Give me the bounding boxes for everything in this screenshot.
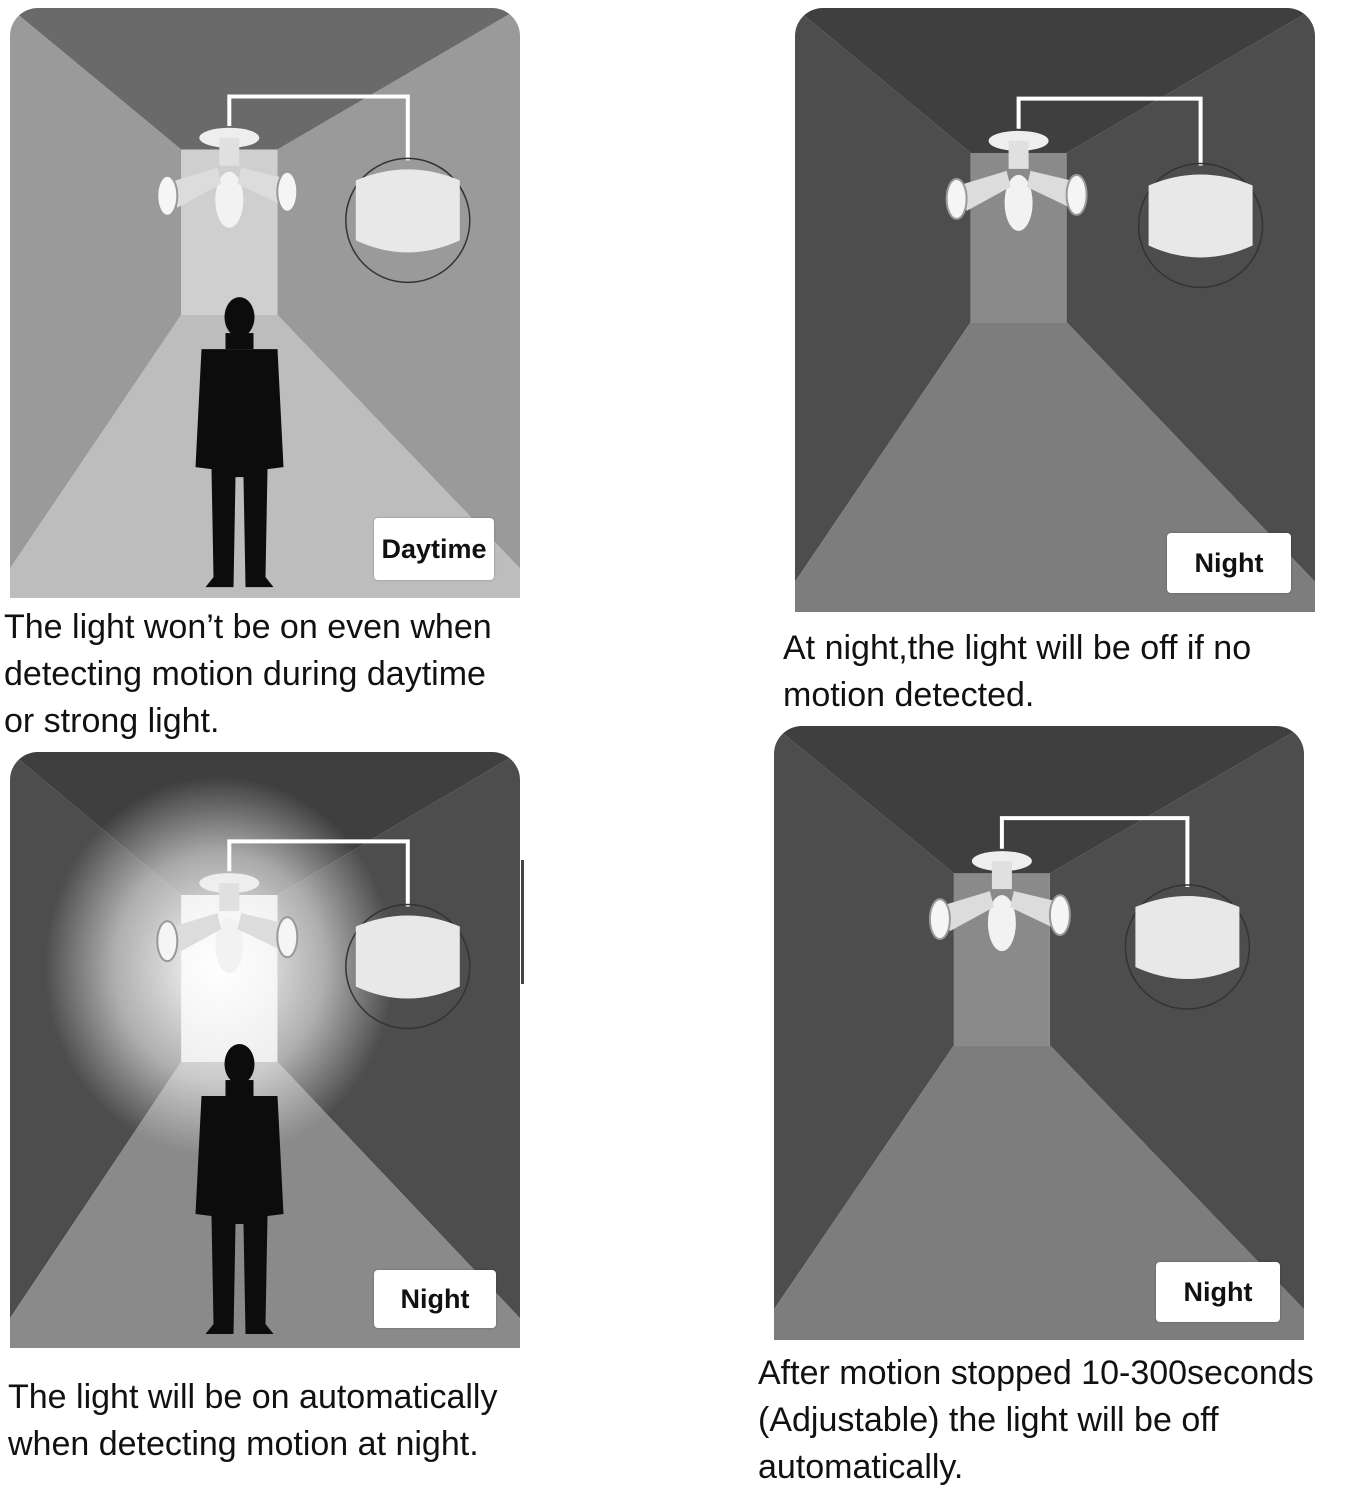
person-silhouette (195, 1044, 284, 1335)
mode-badge: Daytime (374, 518, 494, 580)
motion-sensor (1148, 174, 1253, 258)
light-glow (44, 776, 395, 1157)
panel-night-motion: Night (10, 752, 520, 1348)
bulb-center (987, 895, 1016, 952)
hallway-illustration (10, 8, 520, 598)
motion-sensor (1135, 896, 1240, 980)
bulb-arm-right (237, 913, 284, 950)
sensor-wire (999, 816, 1190, 888)
left-wall (10, 8, 182, 569)
bulb-right (276, 170, 299, 213)
fixture-stem (1008, 140, 1029, 169)
ceiling (774, 726, 1304, 874)
bulb-arm-right (1009, 891, 1056, 928)
hallway-scene (774, 726, 1304, 1340)
right-wall (1066, 8, 1315, 582)
hallway-illustration (774, 726, 1304, 1340)
person-head (224, 297, 255, 338)
panel-night-idle: Night (795, 8, 1315, 612)
fixture-stem (991, 861, 1012, 890)
bulb-arm-left (171, 167, 222, 208)
bulb-center (215, 171, 244, 228)
sensor-callout-circle (1137, 162, 1264, 289)
mode-badge: Night (1156, 1262, 1280, 1322)
hallway-scene (10, 8, 520, 598)
bulb-center (215, 917, 244, 974)
fixture-stem (219, 883, 240, 912)
sensor-wire (227, 94, 410, 161)
bulb-right (1048, 894, 1071, 937)
bulb-left (945, 177, 968, 220)
person-neck (225, 333, 254, 350)
mode-badge: Night (1167, 533, 1291, 593)
right-wall (277, 8, 520, 569)
caption-night-motion: The light will be on automatically when … (8, 1378, 498, 1463)
hallway-illustration (795, 8, 1315, 612)
bulb-arm-left (960, 170, 1011, 211)
hallway-scene (795, 8, 1315, 612)
mode-badge: Night (374, 1270, 496, 1328)
caption-night-timeout: After motion stopped 10-300seconds (Adju… (758, 1354, 1314, 1486)
left-wall (795, 8, 971, 582)
person-body (195, 349, 284, 588)
sensor-callout-circle (1124, 884, 1251, 1010)
panel-daytime: Daytime (10, 8, 520, 598)
sensor-callout-circle (345, 903, 471, 1030)
bulb-arm-right (1026, 170, 1073, 207)
left-wall (774, 726, 954, 1310)
fixture-stem (219, 137, 240, 166)
sensor-wire (1016, 96, 1203, 166)
bulb-left (928, 898, 951, 941)
panel-night-timeout: Night (774, 726, 1304, 1340)
bulb-left (156, 174, 179, 217)
sensor-wire (227, 839, 410, 907)
person-neck (225, 1080, 254, 1097)
bulb-arm-left (171, 913, 222, 954)
person-head (224, 1044, 255, 1085)
ceiling (10, 8, 520, 150)
bulb-center (1004, 174, 1033, 231)
bulb-right (276, 916, 299, 959)
bulb-left (156, 920, 179, 963)
ceiling (795, 8, 1315, 153)
motion-sensor (355, 169, 460, 253)
caption-night-idle: At night,the light will be off if no mot… (783, 629, 1252, 714)
caption-daytime: The light won’t be on even when detectin… (4, 608, 492, 740)
person-silhouette (195, 297, 284, 588)
bulb-right (1065, 173, 1088, 216)
bulb-arm-left (943, 891, 994, 932)
hallway-scene (10, 752, 520, 1348)
bulb-arm-right (237, 167, 284, 204)
sensor-callout-circle (345, 157, 471, 284)
hallway-illustration (10, 752, 520, 1348)
motion-sensor (355, 915, 460, 999)
right-wall (1049, 726, 1304, 1310)
divider-line (521, 860, 524, 984)
person-body (195, 1096, 284, 1335)
